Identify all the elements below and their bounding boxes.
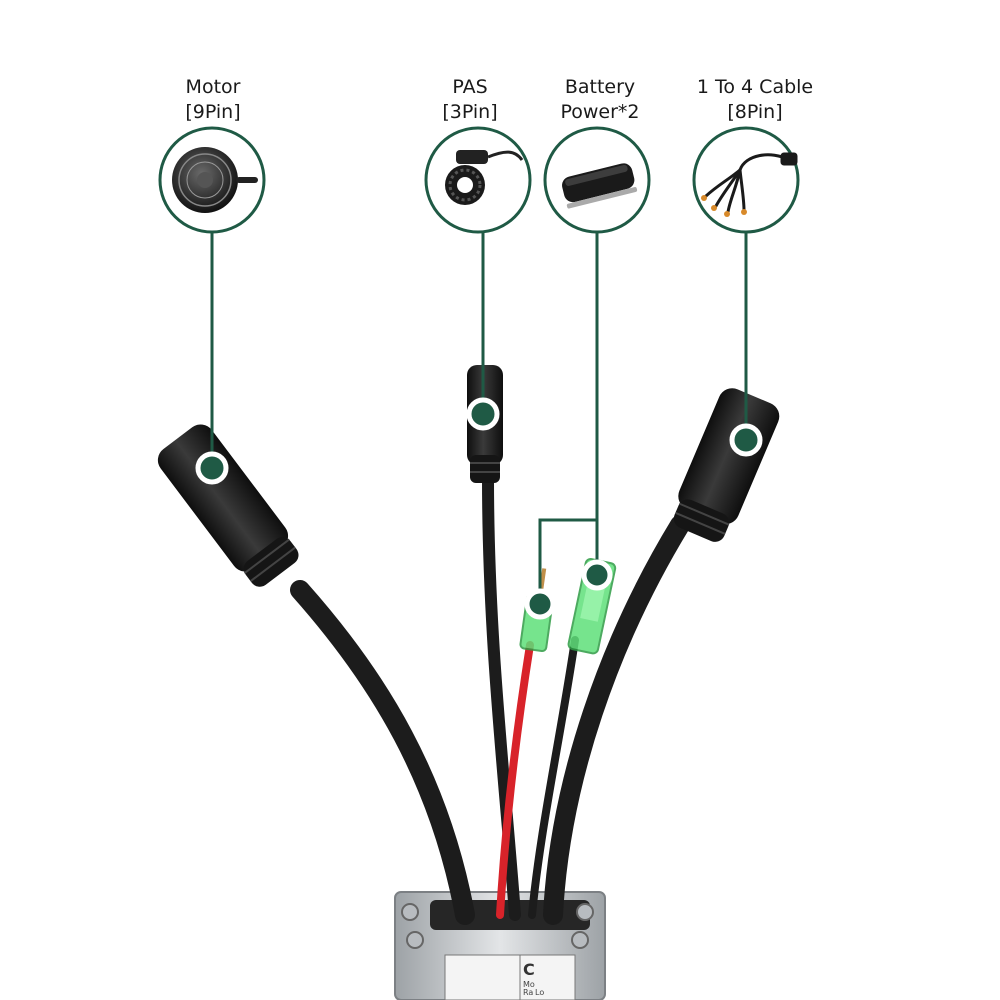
label-battery-line2: Power*2: [560, 101, 640, 123]
hub-motor-icon: [172, 147, 258, 213]
label-cable-line2: [8Pin]: [727, 101, 783, 123]
label-battery-line1: Battery: [564, 76, 636, 98]
controller-label-mo: Mo: [523, 980, 535, 989]
motor-cable: [290, 580, 475, 925]
screw-left-top: [401, 903, 419, 921]
label-cable: 1 To 4 Cable [8Pin]: [697, 75, 813, 125]
pas-marker: [466, 397, 500, 431]
label-pas-line1: PAS: [452, 76, 488, 98]
splitter-connector: [673, 388, 780, 542]
callout-battery: [543, 126, 651, 234]
cable-marker: [729, 423, 763, 457]
label-pas-line2: [3Pin]: [442, 101, 498, 123]
label-motor: Motor [9Pin]: [185, 75, 240, 125]
splitter-cable-icon: [701, 152, 798, 217]
battery-icon: [562, 163, 638, 209]
callout-cable: [692, 126, 800, 234]
connector-markers: [195, 397, 763, 620]
cables: [290, 472, 690, 925]
controller-label-ra: Ra: [523, 988, 533, 997]
screw-right-bottom: [571, 931, 589, 949]
red-wire: [496, 641, 534, 919]
callout-motor: [158, 126, 266, 234]
label-pas: PAS [3Pin]: [442, 75, 497, 125]
motor-marker: [195, 451, 229, 485]
motor-connector: [157, 424, 299, 587]
battery-marker-right: [581, 559, 613, 591]
pas-cable: [482, 472, 521, 921]
label-motor-line1: Motor: [185, 76, 241, 98]
screw-right-top: [576, 903, 594, 921]
controller-label-lo: Lo: [535, 988, 544, 997]
label-battery: Battery Power*2: [560, 75, 639, 125]
controller-label-c: C: [523, 960, 535, 979]
pas-sensor-icon: [445, 150, 524, 205]
battery-marker-left: [524, 588, 556, 620]
splitter-cable: [543, 515, 690, 925]
screw-left-bottom: [406, 931, 424, 949]
label-cable-line1: 1 To 4 Cable: [696, 76, 814, 98]
label-motor-line2: [9Pin]: [185, 101, 241, 123]
black-power-wire: [528, 636, 579, 919]
callout-pas: [424, 126, 532, 234]
